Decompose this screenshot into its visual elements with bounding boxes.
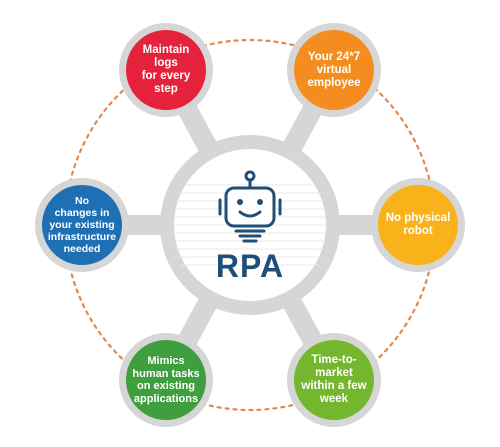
label-mimics-human-tasks: Mimics human tasks on existing applicati… [132, 355, 200, 405]
hub-title: RPA [215, 248, 285, 284]
node-maintain-logs [126, 30, 206, 110]
node-no-physical-robot [378, 185, 458, 265]
node-time-to-market [294, 340, 374, 420]
node-no-infrastructure-changes [42, 185, 122, 265]
robot-icon [218, 170, 282, 243]
label-time-to-market: Time-to- market within a few week [301, 354, 367, 405]
node-mimics-human-tasks [126, 340, 206, 420]
label-no-physical-robot: No physical robot [385, 212, 451, 237]
label-no-infrastructure-changes: No changes in your existing infrastructu… [47, 195, 117, 255]
label-virtual-employee: Your 24*7 virtual employee [307, 50, 361, 89]
node-virtual-employee [294, 30, 374, 110]
label-maintain-logs: Maintain logs for every step [141, 44, 191, 95]
